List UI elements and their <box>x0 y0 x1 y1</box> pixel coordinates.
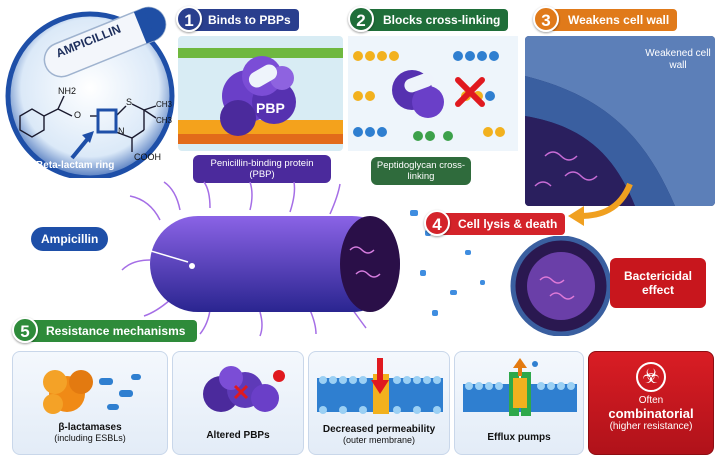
resistance-card-beta-lactamases: β-lactamases (including ESBLs) <box>12 351 168 455</box>
step-5-number: 5 <box>12 317 38 343</box>
step-3-to-4-arrow <box>568 182 633 226</box>
combinatorial-resistance-box: ☣ Often combinatorial (higher resistance… <box>588 351 714 455</box>
drug-structure-panel: AMPICILLIN NH2 O S N CH3 CH3 COOH Beta-l… <box>2 6 177 181</box>
s-label: S <box>126 97 133 107</box>
resistance-card-permeability: Decreased permeability (outer membrane) <box>308 351 450 455</box>
beta-lactam-ring-label: Beta-lactam ring <box>36 160 115 171</box>
combinatorial-line-1: Often <box>638 395 664 406</box>
step-2-number: 2 <box>348 6 374 32</box>
cooh-label: COOH <box>134 152 161 162</box>
panel-1-illustration <box>178 36 343 151</box>
step-1-title: Binds to PBPs <box>190 9 299 31</box>
peptidoglycan-caption: Peptidoglycan cross-linking <box>371 157 471 185</box>
pbp-caption: Penicillin-binding protein (PBP) <box>193 155 331 183</box>
step-4-title: Cell lysis & death <box>440 213 566 235</box>
beta-lactamases-label: β-lactamases (including ESBLs) <box>13 422 167 444</box>
resistance-card-efflux-pumps: Efflux pumps <box>454 351 584 455</box>
ch3-b-label: CH3 <box>156 116 173 125</box>
step-3-title: Weakens cell wall <box>550 9 678 31</box>
combinatorial-line-3: (higher resistance) <box>609 421 693 432</box>
combinatorial-line-2: combinatorial <box>608 406 694 421</box>
ampicillin-label: Ampicillin <box>31 227 109 251</box>
step-4-number: 4 <box>424 210 450 236</box>
permeability-sublabel: (outer membrane) <box>342 435 416 445</box>
membrane-icon <box>317 358 443 414</box>
bactericidal-effect-label: Bactericidal effect <box>623 269 693 297</box>
permeability-label: Decreased permeability (outer membrane) <box>309 424 449 446</box>
weakened-cell-wall-callout: Weakened cell wall <box>645 48 711 71</box>
bacterium-illustration <box>120 180 510 340</box>
bactericidal-effect-box: Bactericidal effect <box>610 258 706 308</box>
beta-lactamase-icon <box>43 370 141 414</box>
efflux-pumps-label: Efflux pumps <box>487 432 551 443</box>
nh2-label: NH2 <box>58 86 77 96</box>
step-5-title: Resistance mechanisms <box>28 320 198 342</box>
altered-pbp-icon <box>203 366 285 412</box>
n-label: N <box>118 126 125 136</box>
lysis-illustration <box>506 235 616 337</box>
panel-2-illustration <box>348 36 518 151</box>
step-1-number: 1 <box>176 6 202 32</box>
step-2-title: Blocks cross-linking <box>365 9 509 31</box>
pbp-label: PBP <box>256 100 285 116</box>
panel-3-illustration <box>525 36 715 206</box>
o-label: O <box>74 110 82 120</box>
ch3-a-label: CH3 <box>156 100 173 109</box>
biohazard-icon: ☣ <box>636 362 666 392</box>
ampicillin-pointer <box>113 239 189 263</box>
step-3-number: 3 <box>533 6 559 32</box>
altered-pbps-label: Altered PBPs <box>206 430 270 441</box>
efflux-pump-icon <box>463 358 577 416</box>
beta-lactamases-sublabel: (including ESBLs) <box>54 433 126 443</box>
resistance-card-altered-pbps: Altered PBPs <box>172 351 304 455</box>
drug-structure-graphic <box>5 6 175 181</box>
